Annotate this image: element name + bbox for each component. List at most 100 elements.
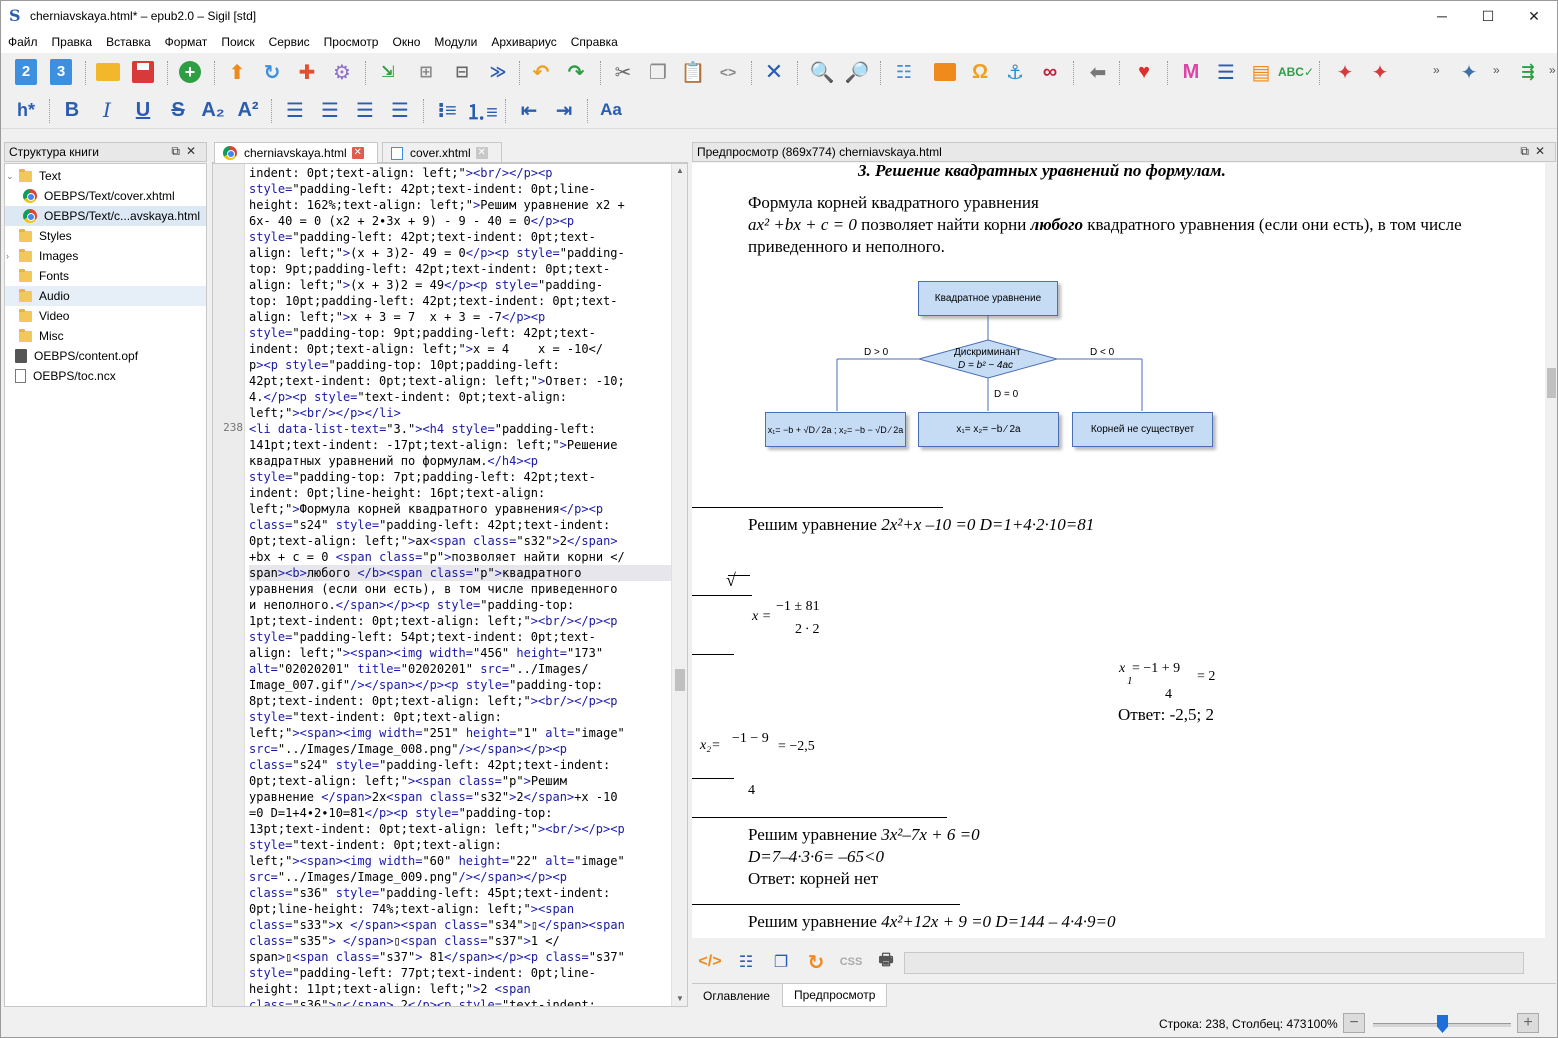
expand-chevron-icon[interactable]: › [6, 251, 9, 261]
scroll-down-icon[interactable]: ▼ [676, 994, 684, 1003]
tree-item-images[interactable]: ›Images [6, 248, 79, 263]
find-replace-icon[interactable]: 🔎 [844, 61, 870, 84]
menu-help[interactable]: Справка [570, 35, 618, 49]
tree-item-text[interactable]: ⌄Text [6, 168, 62, 183]
code-line[interactable]: 8pt;text-indent: 0pt;text-align: left;">… [249, 694, 618, 708]
heading-icon[interactable]: h* [17, 99, 35, 120]
code-line[interactable]: src="../Images/Image_009.png"/></span></… [249, 870, 567, 884]
tree-item-misc[interactable]: Misc [5, 326, 206, 346]
plugin-2-icon[interactable]: ✦ [1371, 61, 1389, 84]
split-add-icon[interactable]: ✚ [298, 61, 316, 84]
code-line[interactable]: span>▯<span class="s37"> 81</span></p><p… [249, 950, 625, 964]
preview-scrollbar[interactable] [1545, 163, 1557, 938]
new-epub2-icon[interactable]: 2 [15, 59, 37, 85]
code-line[interactable]: квадратных уравнений по формулам.</h4><p [249, 454, 539, 468]
code-line[interactable]: class="s24" style="padding-left: 42pt;te… [249, 758, 611, 772]
new-epub3-icon[interactable]: 3 [50, 59, 72, 85]
code-line[interactable]: +bx + c = 0 <span class="p">позволяет на… [249, 550, 625, 564]
menu-format[interactable]: Формат [164, 35, 208, 49]
split-chapter-icon[interactable]: ⇲ [381, 64, 395, 81]
code-text[interactable]: indent: 0pt;text-align: left;"><br/></p>… [249, 165, 673, 1007]
code-line[interactable]: 0pt;text-align: left;"><span class="p">Р… [249, 774, 567, 788]
add-file-icon[interactable]: + [179, 61, 201, 83]
copy-icon[interactable]: ❐ [649, 61, 667, 84]
menu-search[interactable]: Поиск [221, 35, 255, 49]
paste-icon[interactable]: 📋 [680, 61, 706, 84]
code-line[interactable]: style="padding-left: 42pt;text-indent: 0… [249, 182, 596, 196]
cut-icon[interactable]: ✂ [614, 61, 632, 84]
italic-icon[interactable]: I [103, 98, 111, 122]
code-line[interactable]: top: 10pt;padding-left: 42pt;text-indent… [249, 294, 618, 308]
redo-icon[interactable]: ↷ [567, 61, 585, 84]
code-line[interactable]: indent: 0pt;text-align: left;">x = 4 x =… [249, 342, 604, 356]
tab-preview[interactable]: Предпросмотр [782, 984, 888, 1007]
list-icon[interactable]: ☰ [1217, 61, 1235, 84]
checkpoint-icon[interactable]: ⇶ [1521, 64, 1535, 81]
strikethrough-icon[interactable]: S [171, 98, 185, 121]
clean-x-icon[interactable]: ✕ [764, 59, 784, 84]
plugin-1-icon[interactable]: ✦ [1336, 61, 1354, 84]
tree-item-video[interactable]: Video [5, 306, 206, 326]
code-line[interactable]: src="../Images/Image_008.png"/></span></… [249, 742, 567, 756]
reformat-icon[interactable]: ≫ [489, 64, 507, 81]
tab-close-icon[interactable]: ✕ [351, 147, 364, 159]
code-line[interactable]: height: 11pt;text-align: left;">2 <span [249, 982, 531, 996]
insert-split-marker-icon[interactable]: ⊞ [419, 64, 433, 81]
tab-close-icon[interactable]: ✕ [475, 147, 488, 159]
inspect-code-icon[interactable]: </> [698, 953, 722, 970]
code-line[interactable]: 42pt;text-indent: 0pt;text-align: left;"… [249, 374, 625, 388]
align-justify-icon[interactable]: ☰ [391, 99, 409, 122]
code-line[interactable]: 0pt;text-align: left;">ax<span class="s3… [249, 534, 618, 548]
code-line[interactable]: class="s36" style="padding-left: 45pt;te… [249, 886, 611, 900]
code-line[interactable]: style="padding-left: 42pt;text-indent: 0… [249, 230, 596, 244]
code-line[interactable]: =0 D=1+4∙2∙10=81</p><p style="padding-to… [249, 806, 553, 820]
zoom-slider-handle[interactable] [1437, 1015, 1448, 1033]
zoom-out-button[interactable]: − [1343, 1013, 1365, 1033]
code-line[interactable]: class="s36">▯</span> 2</p><p style="text… [249, 998, 596, 1007]
menu-view[interactable]: Просмотр [323, 35, 379, 49]
close-button[interactable]: ✕ [1528, 7, 1540, 24]
code-line[interactable]: 1pt;text-indent: 0pt;text-align: left;">… [249, 614, 618, 628]
reload-preview-icon[interactable]: ↻ [807, 951, 825, 974]
tree-item-toc-ncx[interactable]: OEBPS/toc.ncx [5, 366, 206, 386]
tree-item-fonts[interactable]: Fonts [5, 266, 206, 286]
code-line[interactable]: left;"><span><img width="60" height="22"… [249, 854, 625, 868]
editor-scroll-thumb[interactable] [675, 669, 685, 691]
find-icon[interactable]: 🔍 [809, 61, 835, 84]
tree-item-cherniavskaya[interactable]: OEBPS/Text/c...avskaya.html [5, 206, 206, 226]
code-line[interactable]: 141pt;text-indent: -17pt;text-align: lef… [249, 438, 618, 452]
code-line[interactable]: left;"><br/></p></li> [249, 406, 401, 420]
code-line[interactable]: и неполного.</span></p><p style="padding… [249, 598, 575, 612]
code-line[interactable]: 13pt;text-indent: 0pt;text-align: left;"… [249, 822, 625, 836]
tree-item-content-opf[interactable]: OEBPS/content.opf [5, 346, 206, 366]
code-line[interactable]: style="padding-top: 7pt;padding-left: 42… [249, 470, 596, 484]
spellcheck-icon[interactable]: ABC✓ [1277, 65, 1315, 79]
align-right-icon[interactable]: ☰ [356, 99, 374, 122]
table-of-contents-icon[interactable]: ☷ [895, 61, 913, 82]
undo-icon[interactable]: ↶ [532, 61, 550, 84]
menu-archivist[interactable]: Архивариус [491, 35, 557, 49]
code-line[interactable]: left;">Формула корней квадратного уравне… [249, 502, 604, 516]
maximize-button[interactable]: ☐ [1481, 7, 1495, 24]
menu-window[interactable]: Окно [392, 35, 421, 49]
css-icon[interactable]: CSS [839, 956, 863, 968]
preview-url-box[interactable] [904, 952, 1524, 974]
editor-scrollbar[interactable]: ▲ ▼ [671, 164, 687, 1006]
code-line[interactable]: top: 9pt;padding-left: 42pt;text-indent:… [249, 262, 611, 276]
code-line[interactable]: уравнения (если они есть), в том числе п… [249, 582, 618, 596]
preview-pane[interactable]: 3. Решение квадратных уравнений по форму… [692, 163, 1556, 938]
subscript-icon[interactable]: A₂ [201, 98, 225, 121]
bold-icon[interactable]: B [64, 98, 80, 121]
superscript-icon[interactable]: A² [237, 98, 259, 121]
code-line[interactable]: style="padding-left: 54pt;text-indent: 0… [249, 630, 596, 644]
refresh-icon[interactable]: ↻ [263, 61, 281, 84]
toolbar-overflow-icon-2[interactable]: » [1493, 63, 1500, 77]
back-arrow-icon[interactable]: ⬅ [1089, 61, 1107, 84]
menu-edit[interactable]: Правка [51, 35, 93, 49]
code-line[interactable]: align: left;"><span><img width="456" hei… [249, 646, 604, 660]
code-line[interactable]: height: 162%;text-align: left;">Решим ур… [249, 198, 625, 212]
code-line[interactable]: 0pt;line-height: 74%;text-align: left;">… [249, 902, 575, 916]
code-line[interactable]: style="padding-top: 9pt;padding-left: 42… [249, 326, 596, 340]
code-line[interactable]: <li data-list-text="3."><h4 style="paddi… [249, 422, 596, 436]
toolbar-overflow-icon[interactable]: » [1433, 63, 1440, 77]
